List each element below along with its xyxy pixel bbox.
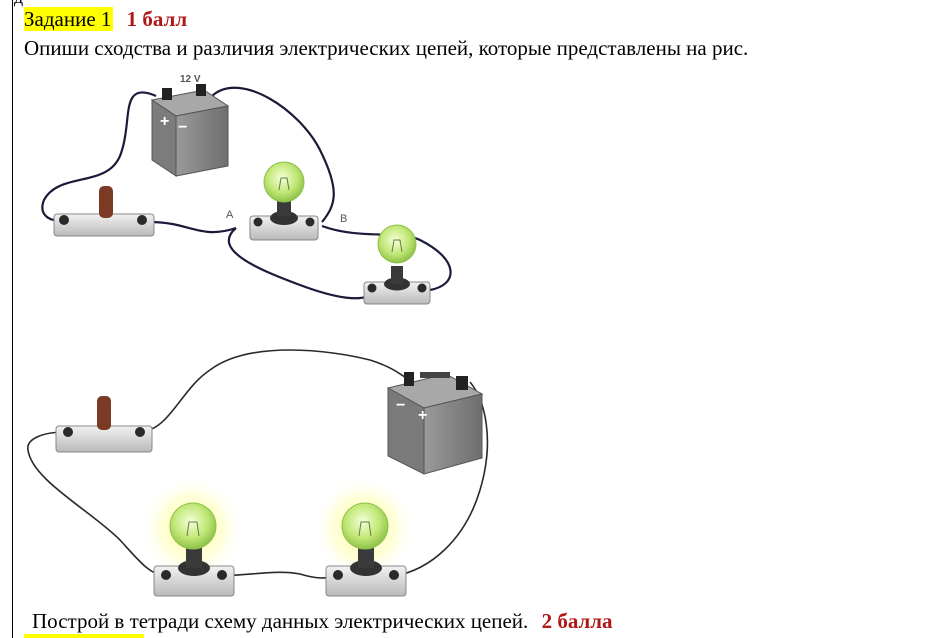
battery-2-plus-sign: + — [418, 407, 427, 424]
highlight-strip — [24, 634, 144, 638]
footer-task: Построй в тетради схему данных электриче… — [32, 608, 613, 634]
battery-minus-sign: − — [178, 119, 187, 136]
cut-off-text: д — [14, 0, 23, 6]
task-header: Задание 1 1 балл — [24, 6, 187, 32]
battery-2: − + — [386, 372, 484, 475]
task-label: Задание 1 — [24, 7, 114, 31]
battery-12v: + − 12 V — [150, 74, 230, 177]
figure-1: + − 12 V — [41, 74, 452, 305]
lamp-4 — [312, 476, 416, 597]
lamp-2 — [363, 224, 431, 305]
figure-1-wires — [41, 86, 452, 300]
task-question: Опиши сходства и различия электрических … — [24, 36, 749, 60]
switch-1 — [53, 186, 155, 237]
footer-text: Построй в тетради схему данных электриче… — [32, 609, 529, 633]
footer-points: 2 балла — [541, 609, 613, 633]
switch-2 — [55, 396, 153, 453]
point-a-label: A — [226, 209, 234, 221]
lamp-3 — [140, 476, 244, 597]
lamp-1 — [249, 161, 319, 241]
left-border — [12, 0, 13, 638]
battery-voltage-label: 12 V — [180, 74, 201, 85]
figure-2: − + — [27, 349, 489, 597]
point-b-label: B — [340, 213, 347, 225]
task-points: 1 балл — [126, 7, 188, 31]
battery-2-minus-sign: − — [396, 397, 405, 414]
battery-plus-sign: + — [160, 113, 169, 130]
